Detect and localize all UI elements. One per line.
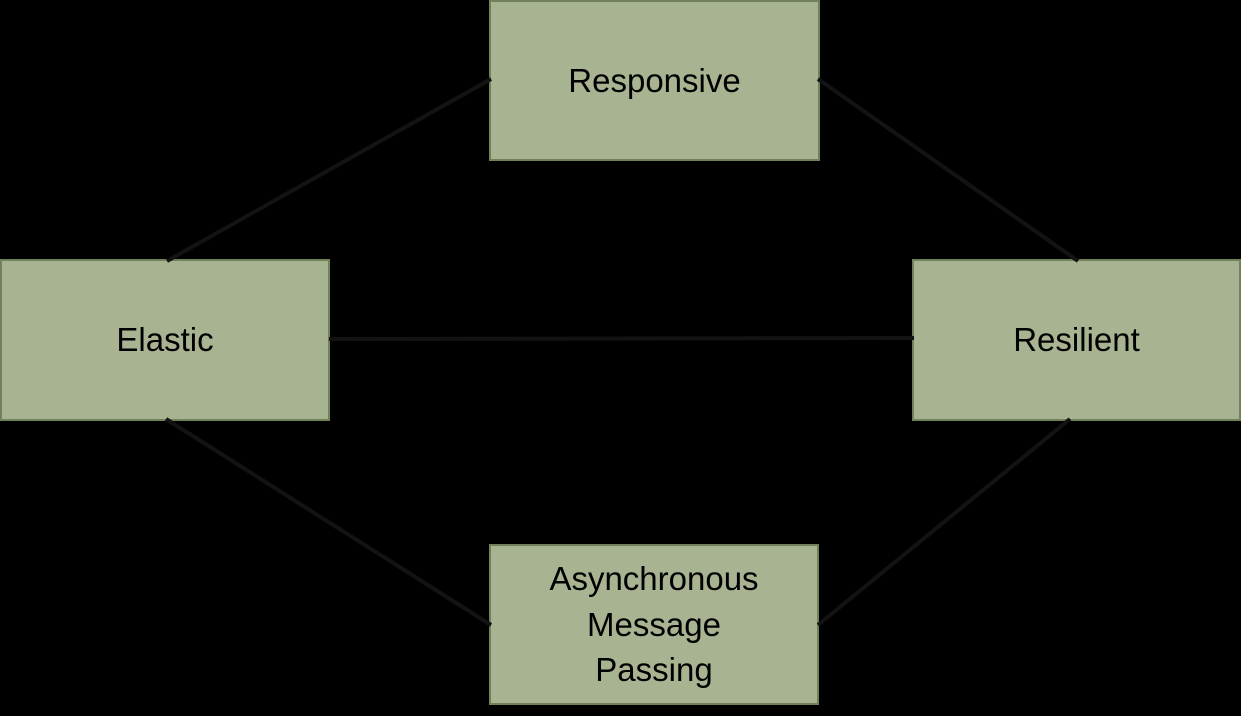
node-label: Elastic xyxy=(116,321,214,359)
node-elastic: Elastic xyxy=(0,259,330,421)
node-resilient: Resilient xyxy=(912,259,1241,421)
node-label: Asynchronous Message Passing xyxy=(549,556,758,693)
node-label-line: Passing xyxy=(595,651,713,689)
node-label: Resilient xyxy=(1013,321,1140,359)
node-label-line: Asynchronous xyxy=(549,560,759,598)
connector-arrow-elastic-resilient xyxy=(328,336,915,341)
node-label-line: Message xyxy=(587,605,721,643)
node-responsive: Responsive xyxy=(489,0,820,161)
connector-arrow-elastic-responsive xyxy=(166,77,492,263)
connector-arrow-resilient-responsive xyxy=(816,77,1080,263)
connector-arrow-async-elastic xyxy=(164,417,493,627)
node-asynchronous-message-passing: Asynchronous Message Passing xyxy=(489,544,819,705)
node-label: Responsive xyxy=(568,61,741,99)
connector-arrow-async-resilient xyxy=(816,417,1072,627)
